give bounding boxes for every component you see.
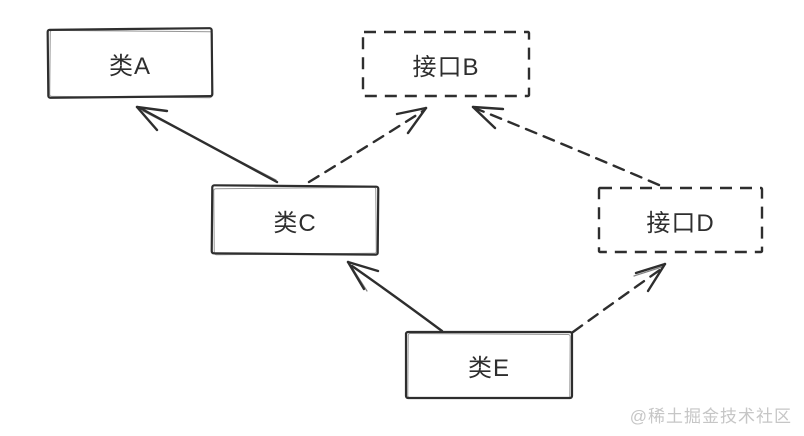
node-box-class-a xyxy=(46,27,214,99)
node-class-e: 类E xyxy=(406,332,572,398)
node-box-interface-d xyxy=(597,186,764,254)
node-interface-b-label: 接口B xyxy=(412,53,480,81)
edge-classC-to-classA xyxy=(135,105,279,184)
edge-interfaceD-to-interfaceB xyxy=(471,105,661,187)
node-interface-d: 接口D xyxy=(599,188,762,252)
node-interface-d-label: 接口D xyxy=(646,209,715,237)
edge-classC-to-interfaceB xyxy=(307,106,428,184)
node-interface-b: 接口B xyxy=(363,32,529,96)
node-class-e-label: 类E xyxy=(467,354,510,382)
node-box-class-c xyxy=(210,184,380,256)
node-box-interface-b xyxy=(361,30,531,98)
node-box-class-e xyxy=(404,330,574,400)
node-class-c-label: 类C xyxy=(273,209,317,237)
node-class-a: 类A xyxy=(48,29,212,97)
node-class-a-label: 类A xyxy=(108,52,151,80)
node-class-c: 类C xyxy=(212,186,378,254)
edge-classE-to-classC xyxy=(346,260,444,333)
watermark: @稀土掘金技术社区 xyxy=(629,407,792,426)
edge-classE-to-interfaceD xyxy=(571,262,667,334)
